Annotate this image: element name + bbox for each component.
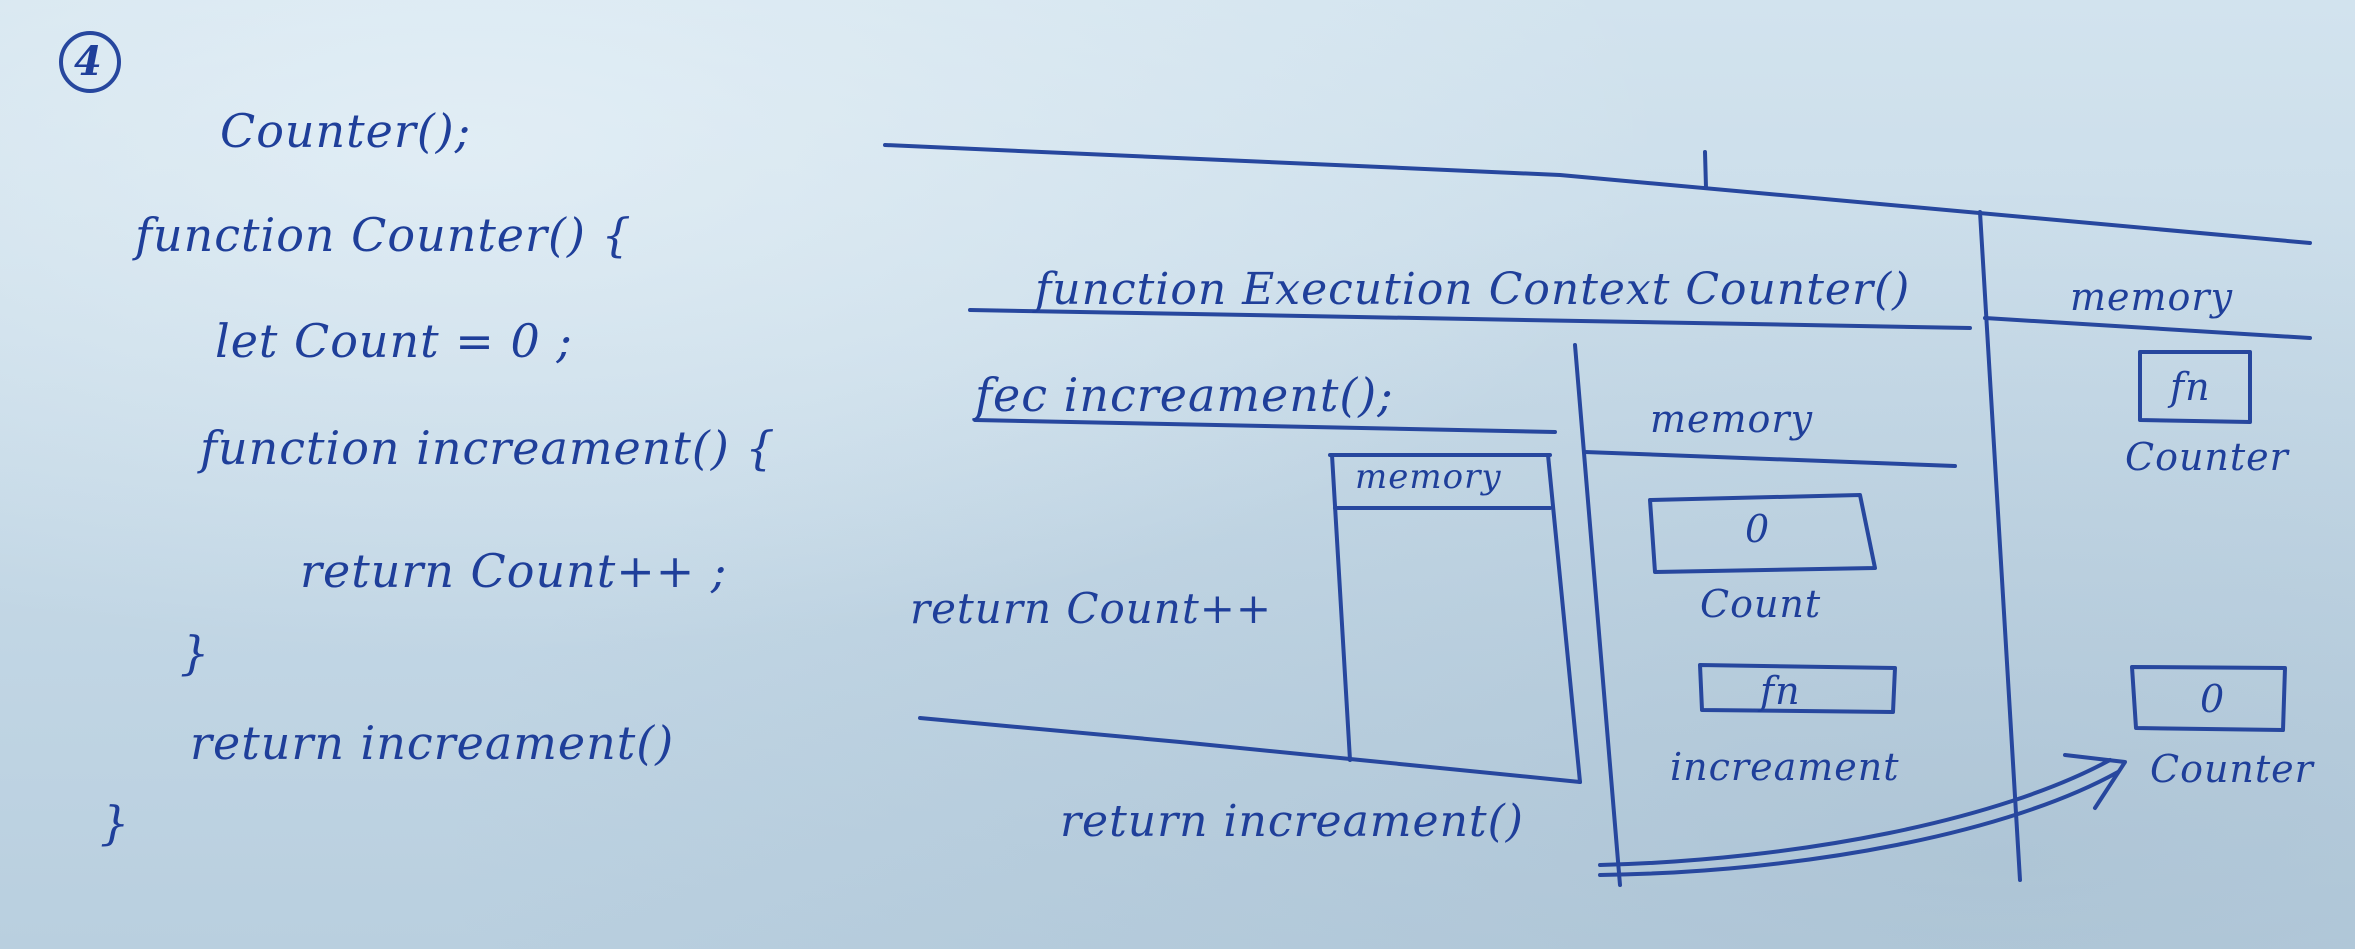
global-result-box <box>2130 665 2287 732</box>
global-fn-box <box>2138 350 2252 424</box>
step-marker: 4 <box>74 38 103 85</box>
global-result-value: 0 <box>2200 677 2226 721</box>
step-marker-circle <box>59 31 121 93</box>
code-line-let: let Count = 0 ; <box>215 314 573 368</box>
code-line-inner-return: return Count++ ; <box>300 544 728 598</box>
increament-label: increament <box>1670 745 1900 789</box>
count-value: 0 <box>1745 507 1771 551</box>
global-counter-label: Counter <box>2125 435 2289 479</box>
return-arrow-head <box>2063 753 2127 810</box>
code-line-outer-return: return increament() <box>190 716 675 770</box>
fec-underline <box>973 418 1557 434</box>
counter-memory-underline <box>1583 450 1957 468</box>
global-divider <box>1978 210 2022 882</box>
counter-heading-underline <box>968 308 1972 330</box>
global-memory-label: memory <box>2070 275 2234 319</box>
code-line-inner-close: } <box>180 626 211 680</box>
counter-memory-label: memory <box>1650 397 1814 441</box>
count-label: Count <box>1700 582 1822 626</box>
global-fn-value: fn <box>2170 365 2211 409</box>
code-line-function-decl: function Counter() { <box>135 208 632 262</box>
fec-increament-heading: fec increament(); <box>975 368 1394 422</box>
counter-memory-divider <box>1573 343 1622 887</box>
global-result-label: Counter <box>2150 747 2314 791</box>
code-line-inner-function: function increament() { <box>200 421 776 475</box>
top-tick <box>1703 150 1708 190</box>
increament-bottom-line <box>918 716 1582 784</box>
return-arrow-upper <box>1598 758 2112 867</box>
return-arrow-lower <box>1598 770 2120 877</box>
global-memory-underline <box>1983 316 2312 340</box>
increament-fn-value: fn <box>1760 669 1801 713</box>
increament-fn-box <box>1698 663 1897 714</box>
fec-counter-heading: function Execution Context Counter() <box>1035 264 1911 315</box>
top-line <box>883 143 2312 245</box>
code-line-outer-close: } <box>100 796 131 850</box>
increament-memory-right <box>1546 453 1582 784</box>
increament-memory-left <box>1330 453 1352 762</box>
increament-body: return Count++ <box>910 584 1273 633</box>
return-line: return increament() <box>1060 796 1524 847</box>
increament-memory-label: memory <box>1355 457 1502 497</box>
code-line-call: Counter(); <box>220 104 472 158</box>
count-box <box>1648 493 1877 574</box>
